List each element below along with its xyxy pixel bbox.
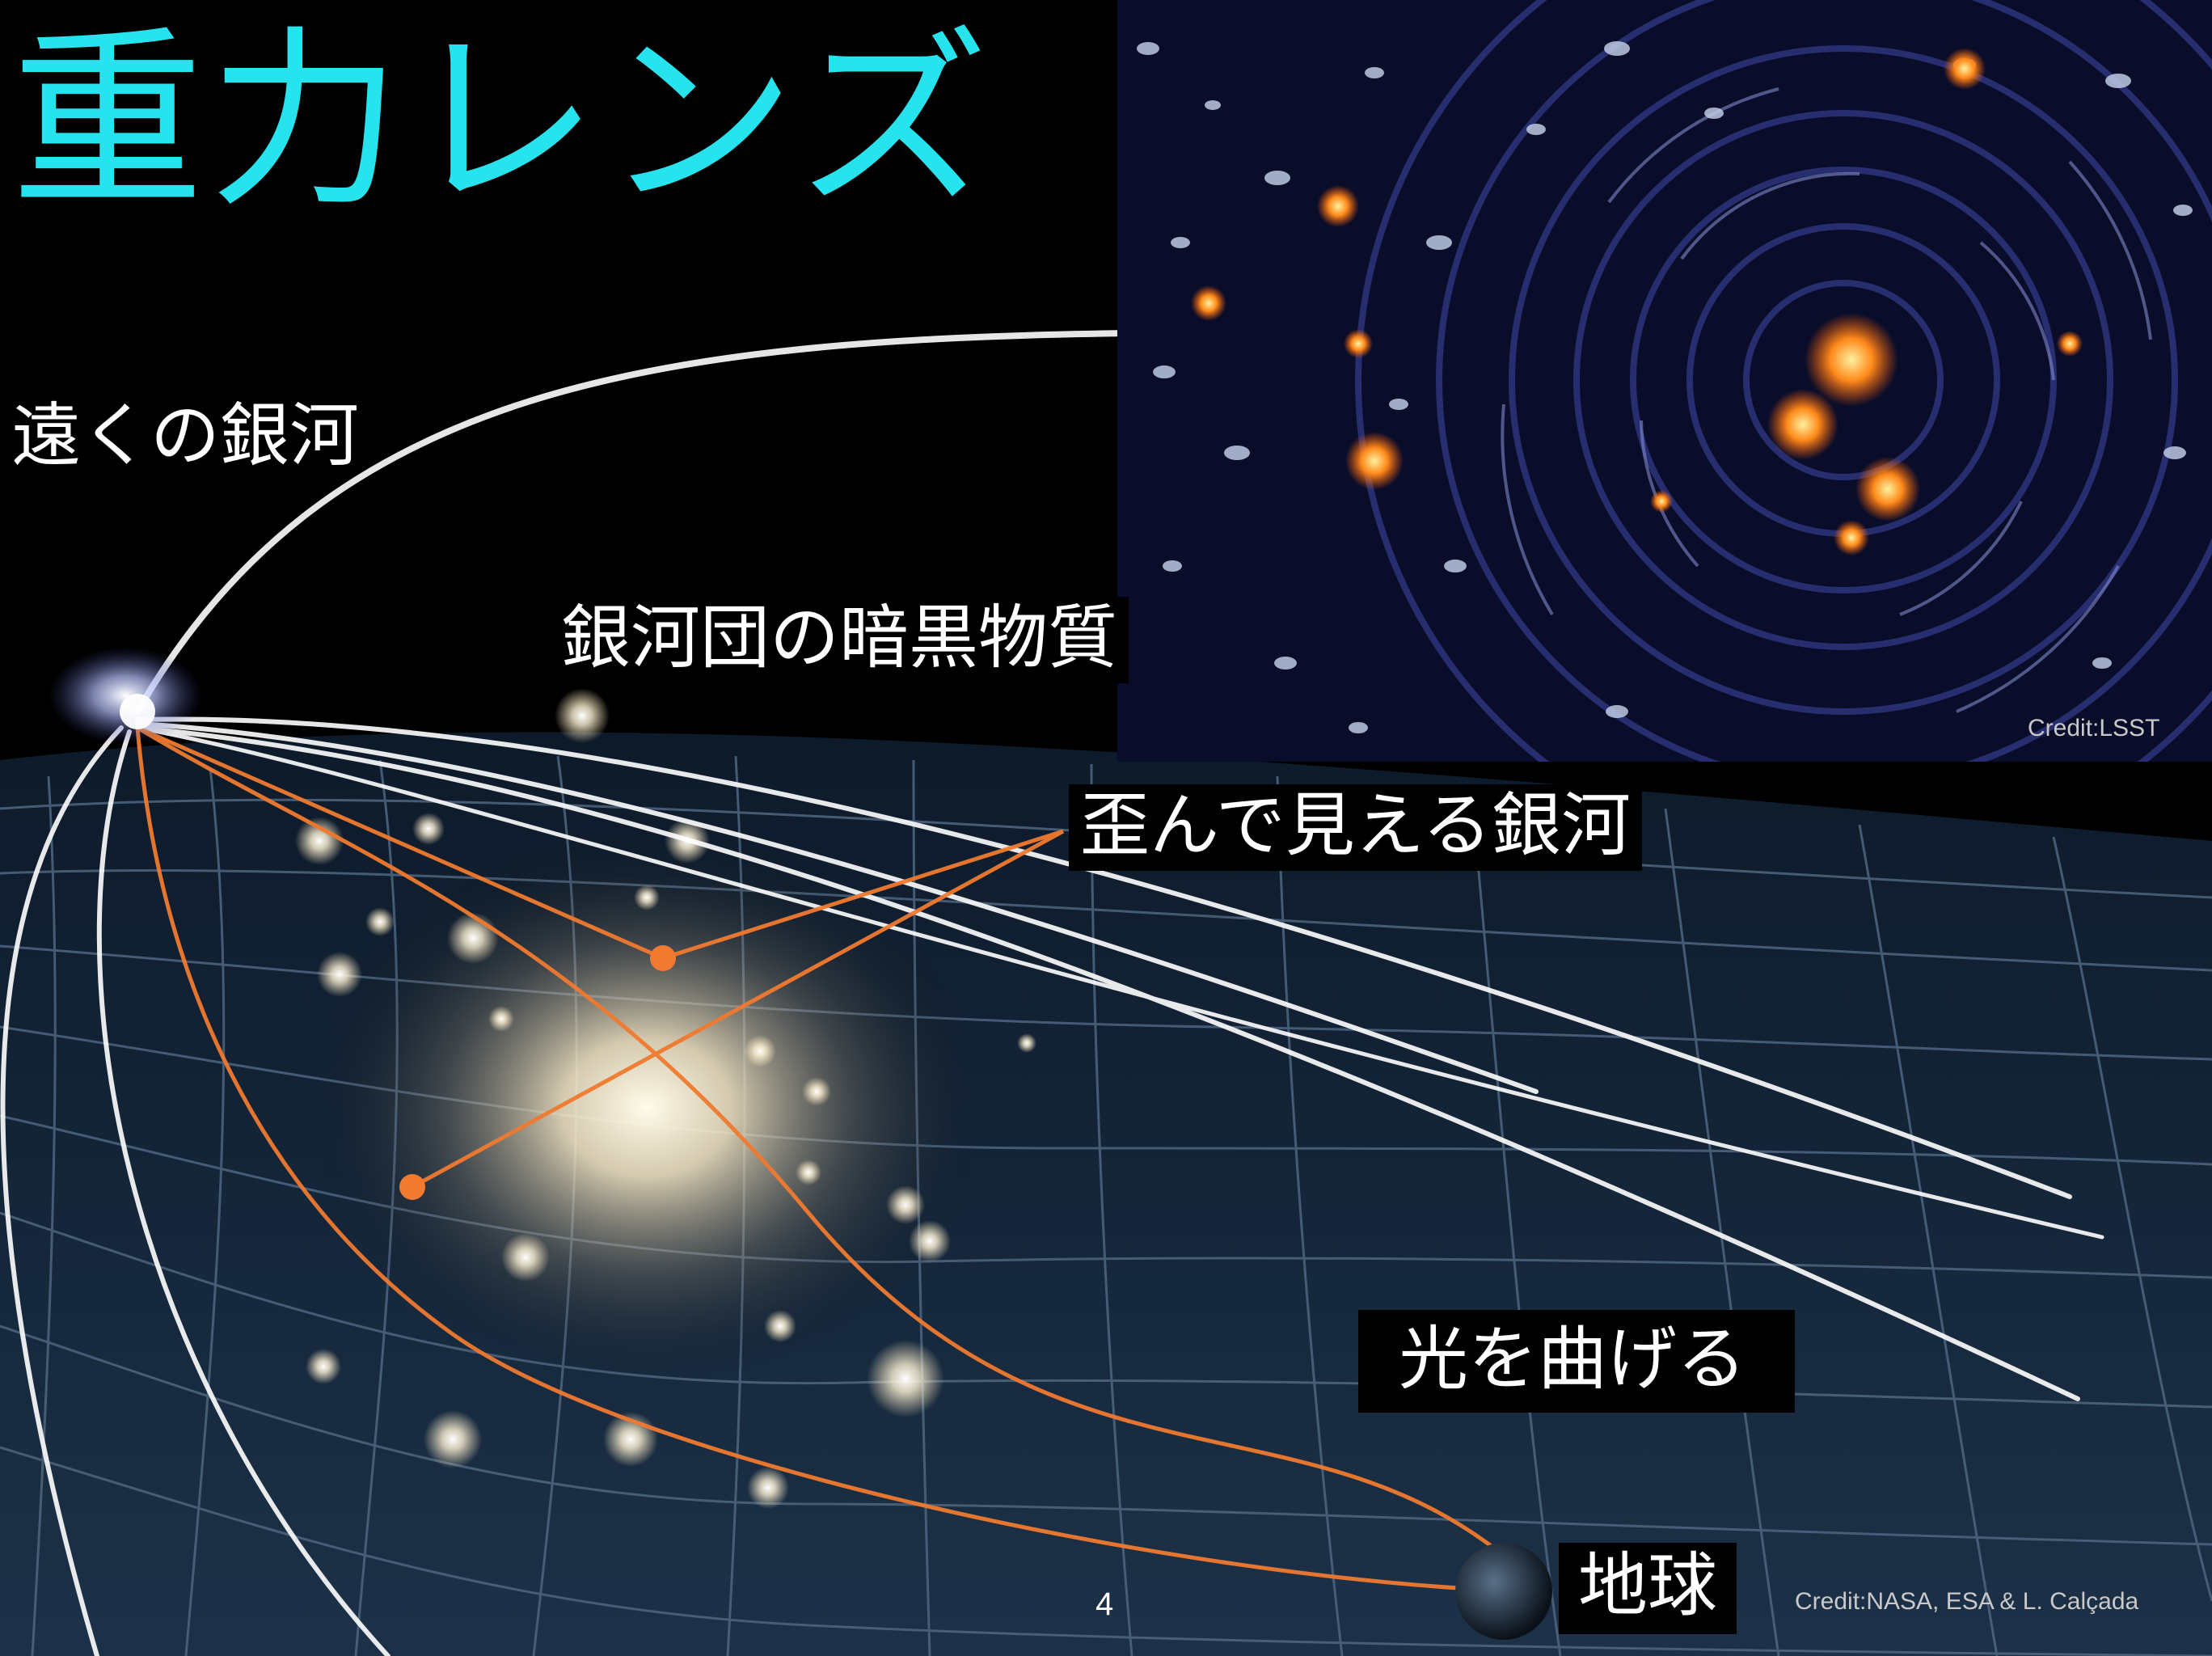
light-rays	[0, 330, 2104, 1656]
slide-title: 重力レンズ	[11, 10, 994, 234]
image-point-2	[399, 1174, 425, 1200]
main-credit: Credit:NASA, ESA & L. Calçada	[1795, 1588, 2139, 1615]
image-point-1	[650, 945, 676, 971]
distant-galaxy	[49, 647, 202, 744]
inset-lensed-field-image	[1117, 0, 2212, 762]
inset-cluster-galaxies	[1191, 48, 2083, 556]
label-distorted-galaxy: 歪んで見える銀河	[1069, 784, 1643, 871]
earth-globe	[1455, 1543, 1552, 1640]
cluster-core-glow	[307, 833, 986, 1383]
label-cluster-dark-matter: 銀河団の暗黒物質	[550, 597, 1129, 683]
cluster-galaxies	[295, 688, 1036, 1509]
page-number: 4	[1095, 1586, 1114, 1622]
label-earth: 地球	[1559, 1543, 1737, 1634]
inset-credit: Credit:LSST	[2028, 715, 2160, 741]
label-bends-light: 光を曲げる	[1358, 1310, 1795, 1413]
lensed-light-rays	[135, 725, 1501, 1591]
label-distant-galaxy: 遠くの銀河	[11, 395, 359, 476]
